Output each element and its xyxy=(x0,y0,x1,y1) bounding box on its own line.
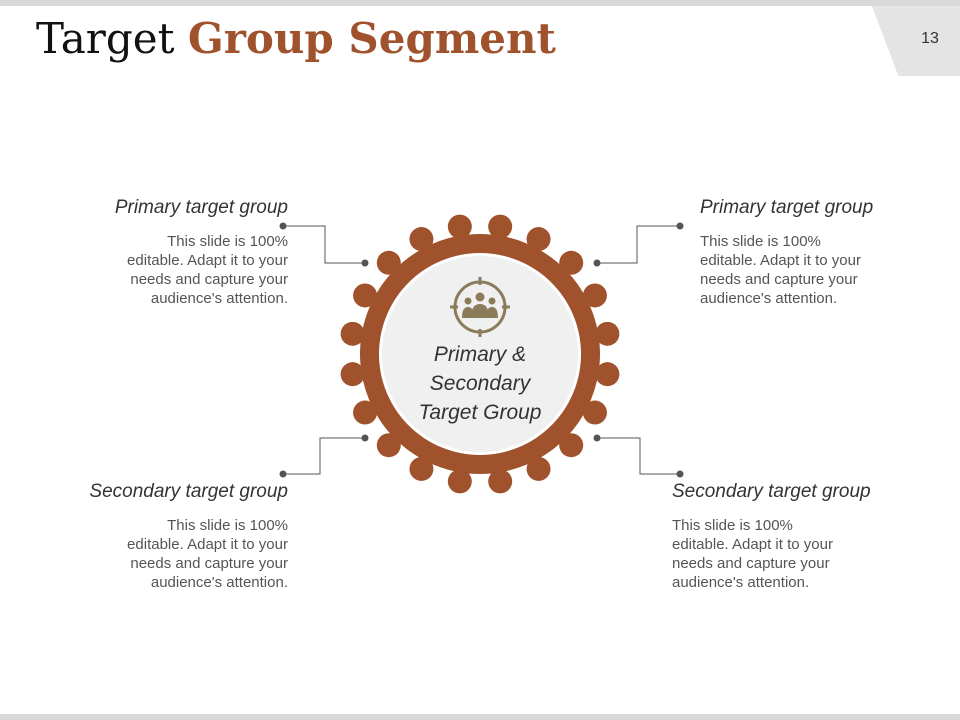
primary-group-right: Primary target group This slide is 100% … xyxy=(700,196,940,308)
gear-tooth xyxy=(526,227,551,252)
gear-tooth xyxy=(340,362,365,387)
top-border xyxy=(0,0,960,6)
gear-tooth xyxy=(488,214,513,239)
block-body: This slide is 100% editable. Adapt it to… xyxy=(127,233,288,307)
connector-top-right xyxy=(593,222,684,267)
gear-tooth xyxy=(447,214,472,239)
primary-group-left: Primary target group This slide is 100% … xyxy=(0,196,288,308)
gear-tooth xyxy=(526,456,551,481)
center-label-line: Primary & xyxy=(433,343,527,366)
gear-tooth xyxy=(409,456,434,481)
block-body: This slide is 100% editable. Adapt it to… xyxy=(700,233,861,307)
target-group-icon xyxy=(450,277,510,337)
gear-tooth xyxy=(376,250,401,275)
block-heading: Primary target group xyxy=(700,197,874,218)
secondary-group-left: Secondary target group This slide is 100… xyxy=(0,480,288,592)
gear-tooth xyxy=(559,250,584,275)
page-number: 13 xyxy=(921,30,939,47)
block-heading: Primary target group xyxy=(114,197,288,218)
gear-teeth xyxy=(340,214,620,494)
connector-top-left xyxy=(279,222,369,267)
gear-tooth xyxy=(353,283,378,308)
center-label-line: Target Group xyxy=(418,401,542,424)
block-heading: Secondary target group xyxy=(89,481,288,502)
gear-tooth xyxy=(595,362,620,387)
block-body: This slide is 100% editable. Adapt it to… xyxy=(672,517,833,591)
gear-tooth xyxy=(447,469,472,494)
center-label: Primary & Secondary Target Group xyxy=(380,340,580,427)
gear-tooth xyxy=(582,283,607,308)
title-part-2: Group Segment xyxy=(187,14,556,63)
title-part-1: Target xyxy=(36,14,175,63)
gear-tooth xyxy=(488,469,513,494)
connector-bottom-right xyxy=(593,434,684,478)
gear-tooth xyxy=(409,227,434,252)
block-heading: Secondary target group xyxy=(672,481,871,502)
gear-tooth xyxy=(376,433,401,458)
center-label-line: Secondary xyxy=(429,372,531,395)
bottom-border xyxy=(0,714,960,720)
secondary-group-right: Secondary target group This slide is 100… xyxy=(672,480,942,592)
connector-bottom-left xyxy=(279,434,369,478)
block-body: This slide is 100% editable. Adapt it to… xyxy=(127,517,288,591)
gear-tooth xyxy=(582,400,607,425)
gear-center xyxy=(382,256,578,452)
gear-tooth xyxy=(595,321,620,346)
gear-tooth xyxy=(559,433,584,458)
slide-title: Target Group Segment xyxy=(36,14,556,64)
gear-tooth xyxy=(353,400,378,425)
gear-tooth xyxy=(340,321,365,346)
